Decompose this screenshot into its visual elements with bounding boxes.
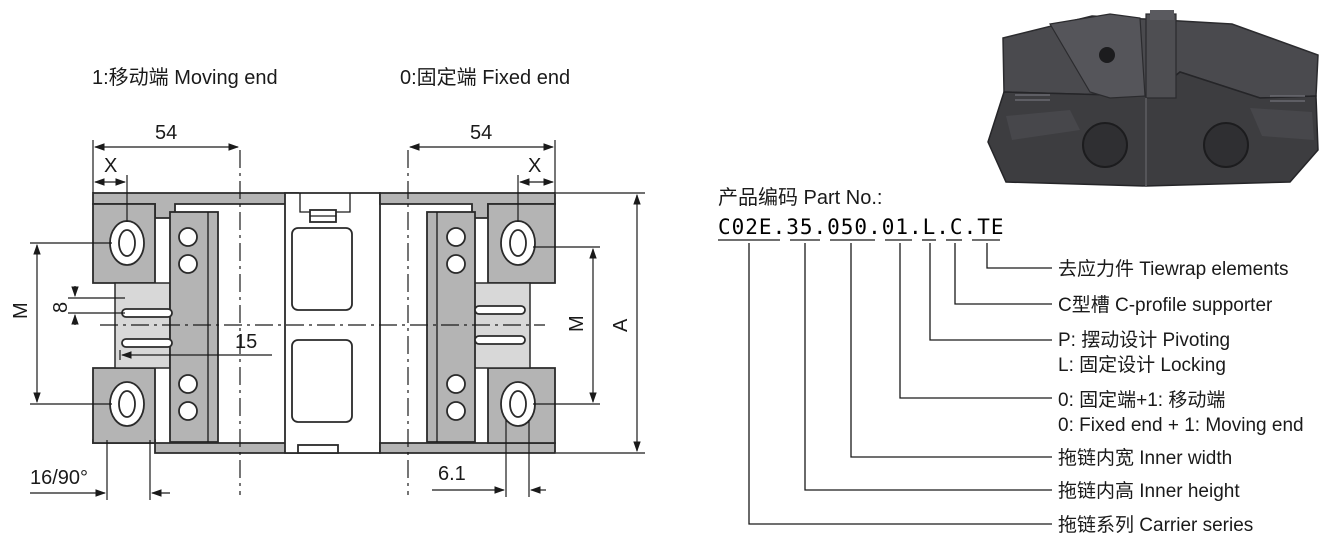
explain-c-profile: C型槽 C-profile supporter (1058, 294, 1273, 316)
dim-a: A (610, 318, 632, 332)
explain-pivoting: P: 摆动设计 Pivoting (1058, 329, 1230, 351)
dim-m-left: M (10, 302, 32, 319)
explain-tiewrap: 去应力件 Tiewrap elements (1058, 258, 1289, 280)
explain-inner-width: 拖链内宽 Inner width (1058, 447, 1232, 469)
part-no-heading: 产品编码 Part No.: (718, 186, 882, 209)
dim-m-right: M (566, 315, 588, 332)
center-link (284, 192, 381, 454)
fixed-end-label: 0:固定端 Fixed end (400, 66, 570, 89)
product-photo (985, 10, 1320, 187)
part-no-code: C02E.35.050.01.L.C.TE (718, 215, 1005, 239)
dim-15: 15 (235, 331, 257, 353)
moving-end-bracket (92, 192, 299, 454)
explain-end-cn: 0: 固定端+1: 移动端 (1058, 389, 1225, 411)
dim-angle: 16/90° (30, 467, 88, 489)
dim-8: 8 (50, 302, 72, 313)
explain-carrier-series: 拖链系列 Carrier series (1058, 514, 1253, 536)
explain-end-en: 0: Fixed end + 1: Moving end (1058, 415, 1304, 436)
dim-54-right: 54 (470, 122, 492, 144)
dim-x-left: X (104, 155, 117, 177)
explain-inner-height: 拖链内高 Inner height (1058, 480, 1240, 502)
leader-lines (748, 243, 1052, 525)
dim-6-1: 6.1 (438, 463, 466, 485)
dim-x-right: X (528, 155, 541, 177)
fixed-end-bracket (379, 192, 556, 454)
moving-end-label: 1:移动端 Moving end (92, 66, 278, 89)
dim-54-left: 54 (155, 122, 177, 144)
explain-locking: L: 固定设计 Locking (1058, 354, 1226, 376)
